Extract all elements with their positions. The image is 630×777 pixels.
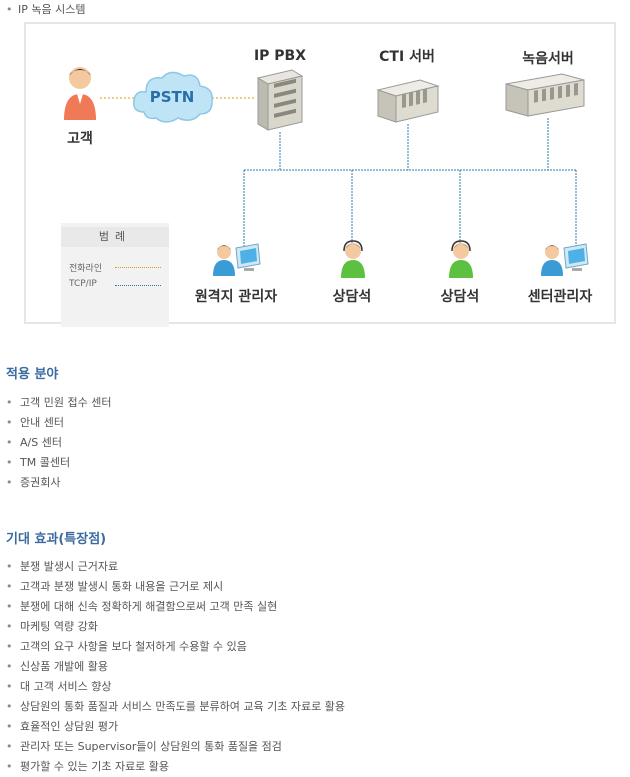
bullet-icon: • <box>6 560 13 573</box>
customer-icon <box>64 67 96 120</box>
list-item-text: 안내 센터 <box>20 416 64 429</box>
effects-list: • 분쟁 발생시 근거자료 • 고객과 분쟁 발생시 통화 내용을 근거로 제시 • 분쟁… <box>6 557 345 777</box>
bullet-icon: • <box>6 700 13 713</box>
legend-phone-line-swatch <box>115 267 161 268</box>
list-item: • 증권회사 <box>6 473 111 493</box>
list-item: • 고객 민원 접수 센터 <box>6 393 111 413</box>
list-item: • 평가할 수 있는 기초 자료로 활용 <box>6 757 345 777</box>
bullet-icon: • <box>6 600 13 613</box>
list-item: • TM 콜센터 <box>6 453 111 473</box>
bullet-icon: • <box>6 3 13 16</box>
bullet-icon: • <box>6 456 13 469</box>
list-item-text: 상담원의 통화 품질과 서비스 만족도를 분류하여 교육 기초 자료로 활용 <box>20 700 345 713</box>
agent-headset-icon <box>449 240 473 278</box>
list-item-text: 효율적인 상담원 평가 <box>20 720 119 733</box>
list-item: • 대 고객 서비스 향상 <box>6 677 345 697</box>
agent-2-label: 상담석 <box>440 289 480 305</box>
remote-manager-label: 원격지 관리자 <box>194 289 278 305</box>
agent-headset-icon <box>341 240 365 278</box>
bullet-icon: • <box>6 740 13 753</box>
pstn-cloud-icon <box>132 71 213 123</box>
list-item-text: A/S 센터 <box>20 436 62 449</box>
bullet-icon: • <box>6 680 13 693</box>
list-item: • 관리자 또는 Supervisor들이 상담원의 통화 품질을 점검 <box>6 737 345 757</box>
list-item: • 신상품 개발에 활용 <box>6 657 345 677</box>
bullet-icon: • <box>6 640 13 653</box>
customer-label: 고객 <box>67 131 93 147</box>
list-item: • 고객과 분쟁 발생시 통화 내용을 근거로 제시 <box>6 577 345 597</box>
effects-title: 기대 효과(특장점) <box>6 532 107 547</box>
list-item: • 효율적인 상담원 평가 <box>6 717 345 737</box>
ip-pbx-server-icon <box>256 69 304 131</box>
list-item: • 분쟁 발생시 근거자료 <box>6 557 345 577</box>
legend: 범례 전화라인 TCP/IP <box>61 223 169 327</box>
legend-tcpip-swatch <box>115 285 161 286</box>
bullet-icon: • <box>6 760 13 773</box>
bullet-icon: • <box>6 580 13 593</box>
applications-title: 적용 분야 <box>6 367 59 382</box>
list-item-text: 고객과 분쟁 발생시 통화 내용을 근거로 제시 <box>20 580 224 593</box>
list-item-text: 증권회사 <box>20 476 61 489</box>
system-diagram: 고객 PSTN IP PBX CTI 서버 녹음서버 <box>24 22 616 327</box>
bullet-icon: • <box>6 436 13 449</box>
system-title-row: • IP 녹음 시스템 <box>6 1 85 17</box>
applications-list: • 고객 민원 접수 센터 • 안내 센터 • A/S 센터 • TM 콜센터 • 증권회사 <box>6 393 111 493</box>
cti-server-icon <box>376 79 440 123</box>
list-item-text: 평가할 수 있는 기초 자료로 활용 <box>20 760 170 773</box>
list-item: • 고객의 요구 사항을 보다 철저하게 수용할 수 있음 <box>6 637 345 657</box>
legend-tcpip-label: TCP/IP <box>69 279 97 289</box>
center-manager-label: 센터관리자 <box>527 289 593 305</box>
list-item: • 상담원의 통화 품질과 서비스 만족도를 분류하여 교육 기초 자료로 활용 <box>6 697 345 717</box>
bullet-icon: • <box>6 416 13 429</box>
list-item-text: 신상품 개발에 활용 <box>20 660 108 673</box>
list-item-text: 관리자 또는 Supervisor들이 상담원의 통화 품질을 점검 <box>20 740 282 753</box>
bullet-icon: • <box>6 720 13 733</box>
bullet-icon: • <box>6 660 13 673</box>
list-item: • 안내 센터 <box>6 413 111 433</box>
recording-server-icon <box>505 73 585 117</box>
list-item-text: 대 고객 서비스 향상 <box>20 680 112 693</box>
list-item: • 마케팅 역량 강화 <box>6 617 345 637</box>
list-item-text: 분쟁에 대해 신속 정확하게 해결함으로써 고객 만족 실현 <box>20 600 278 613</box>
cti-server-label: CTI 서버 <box>379 49 435 65</box>
diagram-connections <box>100 97 577 246</box>
center-manager-icon <box>541 243 589 276</box>
list-item-text: 마케팅 역량 강화 <box>20 620 98 633</box>
ip-pbx-label: IP PBX <box>253 48 307 64</box>
bullet-icon: • <box>6 620 13 633</box>
list-item-text: 고객의 요구 사항을 보다 철저하게 수용할 수 있음 <box>20 640 247 653</box>
legend-title: 범례 <box>61 227 169 247</box>
agent-1-label: 상담석 <box>332 289 372 305</box>
recording-server-label: 녹음서버 <box>522 51 574 67</box>
tcpip-network <box>243 118 577 246</box>
list-item: • A/S 센터 <box>6 433 111 453</box>
pstn-label: PSTN <box>149 88 195 106</box>
bullet-icon: • <box>6 396 13 409</box>
list-item-text: 분쟁 발생시 근거자료 <box>20 560 119 573</box>
bullet-icon: • <box>6 476 13 489</box>
legend-phone-line-label: 전화라인 <box>69 264 103 274</box>
system-title: IP 녹음 시스템 <box>18 3 86 16</box>
list-item: • 분쟁에 대해 신속 정확하게 해결함으로써 고객 만족 실현 <box>6 597 345 617</box>
list-item-text: TM 콜센터 <box>20 456 71 469</box>
remote-manager-icon <box>213 243 261 276</box>
list-item-text: 고객 민원 접수 센터 <box>20 396 112 409</box>
